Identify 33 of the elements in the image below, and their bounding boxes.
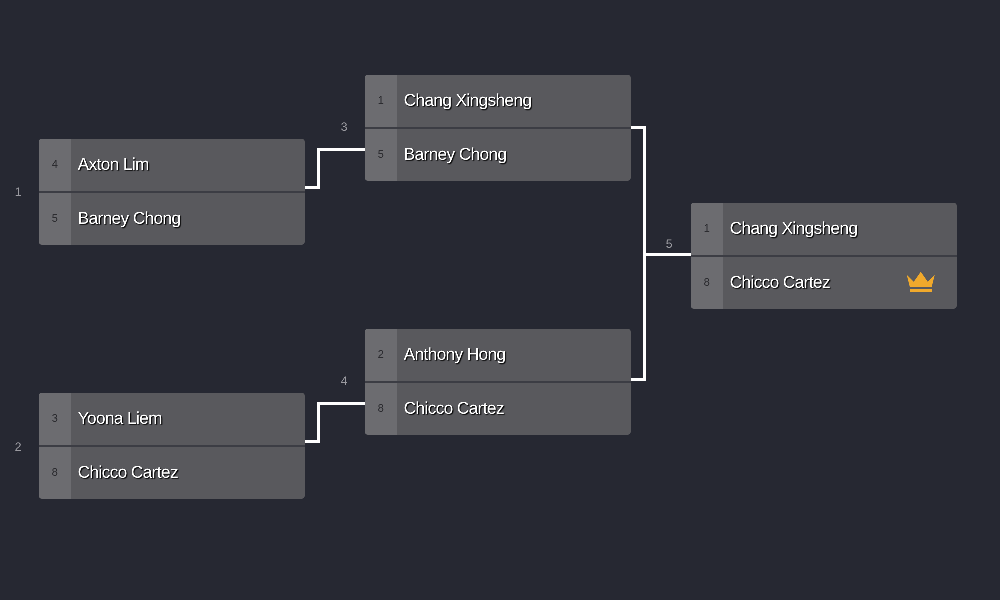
player-name: Chicco Cartez: [730, 273, 830, 293]
seed-number: 8: [378, 403, 384, 415]
match-box: [39, 139, 305, 245]
seed-number: 4: [52, 159, 58, 171]
match-box: [39, 393, 305, 499]
bracket-line: [631, 254, 691, 382]
match-number: 2: [15, 440, 22, 454]
player-name: Axton Lim: [78, 155, 150, 175]
seed-number: 3: [52, 413, 58, 425]
match-box: [691, 203, 957, 309]
seed-number: 5: [378, 149, 384, 161]
player-name: Chicco Cartez: [404, 399, 504, 419]
bracket-line: [305, 148, 365, 190]
match-box: [365, 75, 631, 181]
player-name: Anthony Hong: [404, 345, 506, 365]
bracket-line: [305, 402, 365, 444]
seed-number: 2: [378, 349, 384, 361]
player-name: Barney Chong: [78, 209, 181, 229]
match-number: 1: [15, 185, 22, 199]
match-box: [365, 329, 631, 435]
seed-number: 1: [378, 95, 384, 107]
match-number: 4: [341, 374, 348, 388]
seed-number: 1: [704, 223, 710, 235]
player-name: Chicco Cartez: [78, 463, 178, 483]
player-name: Chang Xingsheng: [730, 219, 858, 239]
seed-number: 8: [52, 467, 58, 479]
match-number: 5: [666, 237, 673, 251]
player-name: Chang Xingsheng: [404, 91, 532, 111]
seed-number: 8: [704, 277, 710, 289]
player-name: Yoona Liem: [78, 409, 162, 429]
player-name: Barney Chong: [404, 145, 507, 165]
seed-number: 5: [52, 213, 58, 225]
match-number: 3: [341, 120, 348, 134]
